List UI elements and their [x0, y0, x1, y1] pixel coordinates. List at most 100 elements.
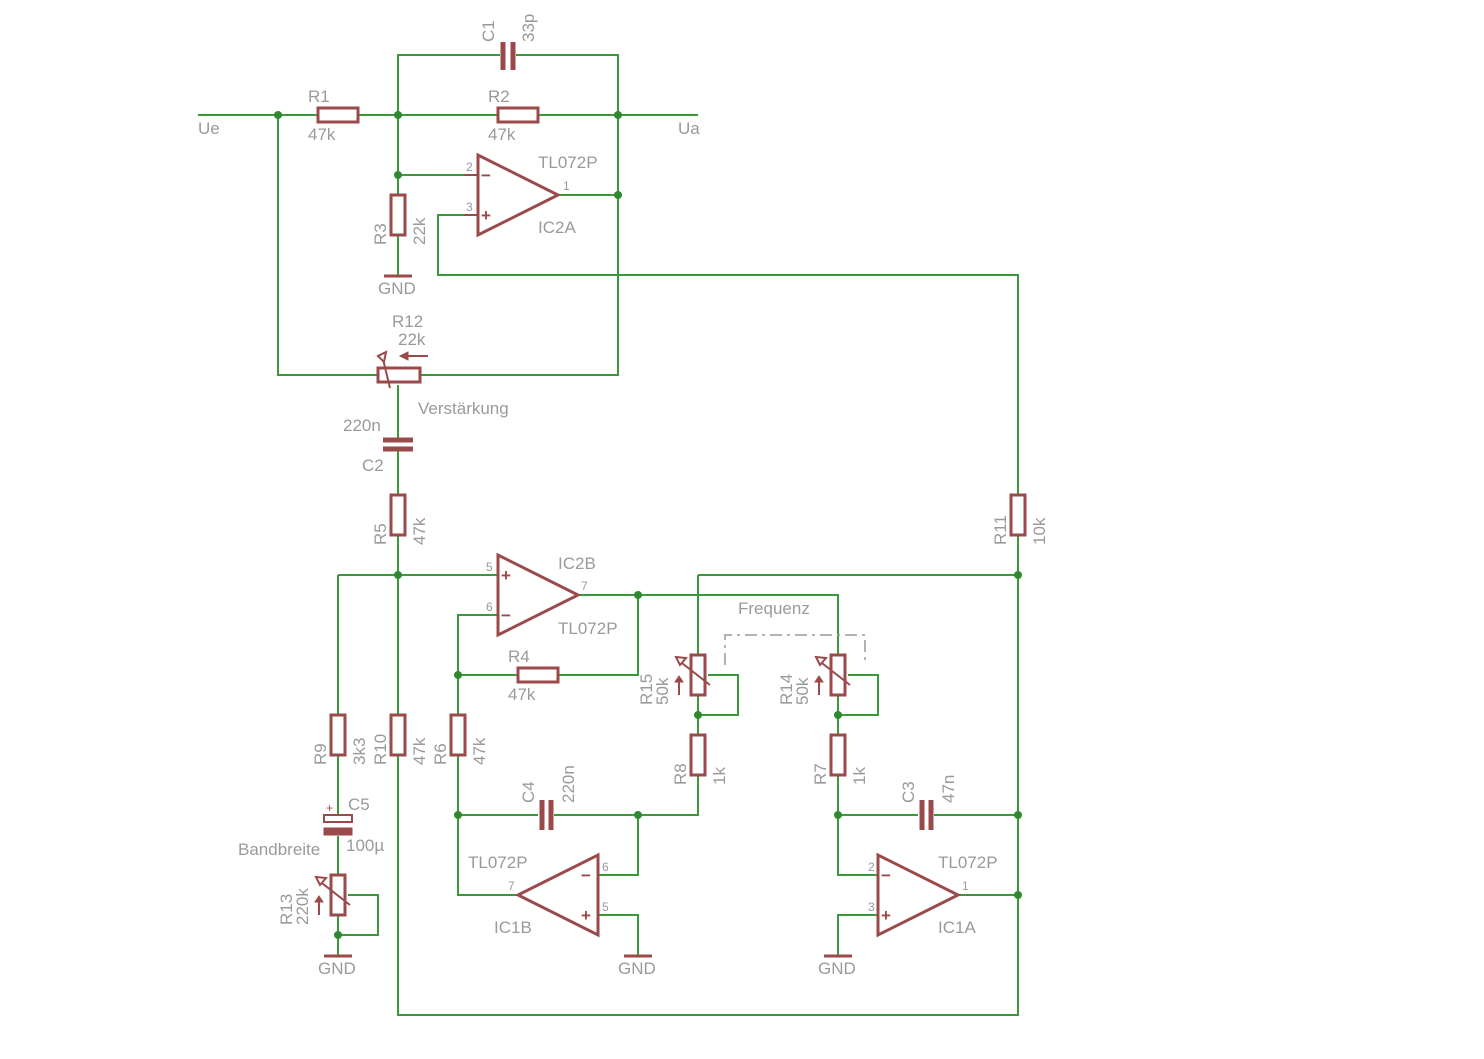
ic2a-opamp [464, 152, 562, 238]
ic2b-pin5: 5 [486, 560, 493, 574]
r6-label: R6 [431, 743, 450, 765]
r5-value: 47k [410, 517, 429, 545]
ic2b-type-label: TL072P [558, 619, 618, 638]
c3-label: C3 [899, 781, 918, 803]
r6-value: 47k [470, 737, 489, 765]
bandbreite-label: Bandbreite [238, 840, 320, 859]
r10-value: 47k [410, 737, 429, 765]
r11-resistor [1009, 493, 1027, 537]
r1-value: 47k [308, 125, 336, 144]
r14-value: 50k [793, 677, 812, 705]
ic2b-opamp [496, 552, 582, 638]
ic1a-label: IC1A [938, 918, 976, 937]
ic2a-type-label: TL072P [538, 153, 598, 172]
r2-label: R2 [488, 87, 510, 106]
r2-resistor [496, 106, 540, 124]
r6-resistor [449, 713, 467, 757]
c3-value: 47n [939, 775, 958, 803]
c5-label: C5 [348, 795, 370, 814]
r1-resistor [316, 106, 360, 124]
r11-label: R11 [991, 515, 1010, 545]
r3-resistor [389, 193, 407, 237]
junctions [274, 111, 1022, 939]
gnd-label-r13: GND [318, 959, 356, 978]
c5-plus-sign: + [326, 801, 333, 815]
ic2b-pin7: 7 [581, 579, 588, 593]
r14-label: R14 [777, 674, 796, 705]
r13-value: 220k [293, 888, 312, 925]
ic1a-type-label: TL072P [938, 853, 998, 872]
ic1b-minus-sign: − [581, 866, 591, 885]
wires [198, 54, 1019, 1016]
r8-resistor [689, 733, 707, 777]
r9-label: R9 [311, 743, 330, 765]
frequenz-label: Frequenz [738, 599, 810, 618]
r9-value: 3k3 [350, 738, 369, 765]
r14-potentiometer [814, 653, 851, 697]
r15-label: R15 [637, 674, 656, 705]
r12-value: 22k [398, 330, 426, 349]
c4-label: C4 [519, 781, 538, 803]
ic2a-pin2: 2 [466, 160, 473, 174]
r8-label: R8 [671, 763, 690, 785]
ic2b-label: IC2B [558, 554, 596, 573]
c1-capacitor [500, 42, 516, 70]
ic2a-plus-sign: + [481, 206, 491, 225]
ic1b-plus-sign: + [581, 906, 591, 925]
r10-resistor [389, 713, 407, 757]
ua-label: Ua [678, 119, 700, 138]
r13-label: R13 [277, 894, 296, 925]
r15-value: 50k [653, 677, 672, 705]
ic2a-pin3: 3 [466, 200, 473, 214]
ic1a-plus-sign: + [881, 906, 891, 925]
r15-potentiometer [674, 653, 711, 697]
components [314, 42, 1027, 958]
r13-potentiometer [314, 873, 351, 917]
ic1b-pin6: 6 [602, 860, 609, 874]
ic2b-pin6: 6 [486, 600, 493, 614]
ic1a-pin3: 3 [868, 900, 875, 914]
gnd-label-ic1a: GND [818, 959, 856, 978]
ic2a-label: IC2A [538, 218, 576, 237]
ue-label: Ue [198, 119, 220, 138]
c4-value: 220n [559, 765, 578, 803]
ic1b-type-label: TL072P [468, 853, 528, 872]
r12-potentiometer [376, 350, 428, 389]
r5-label: R5 [371, 523, 390, 545]
r5-resistor [389, 493, 407, 537]
c3-capacitor [919, 800, 934, 830]
ic1a-minus-sign: − [881, 866, 891, 885]
c2-label: C2 [362, 456, 384, 475]
gnd-label-r3: GND [378, 279, 416, 298]
r4-label: R4 [508, 647, 530, 666]
r3-label: R3 [371, 223, 390, 245]
c4-capacitor [539, 800, 554, 830]
c1-label: C1 [479, 20, 498, 42]
c2-value: 220n [343, 416, 381, 435]
ic1a-pin2: 2 [868, 860, 875, 874]
r4-value: 47k [508, 685, 536, 704]
ic1b-label: IC1B [494, 918, 532, 937]
verstaerkung-label: Verstärkung [418, 399, 509, 418]
ic2a-minus-sign: − [481, 166, 491, 185]
r2-value: 47k [488, 125, 516, 144]
frequenz-gang-line [724, 634, 866, 665]
opamp-signs: − + + − − + − + + [326, 166, 891, 925]
r12-label: R12 [392, 312, 423, 331]
c1-value: 33p [519, 14, 538, 42]
ic1b-pin7: 7 [508, 879, 515, 893]
ic1b-opamp [514, 852, 600, 938]
r4-resistor [516, 666, 560, 684]
r7-value: 1k [850, 767, 869, 785]
r11-value: 10k [1030, 517, 1049, 545]
r3-value: 22k [410, 217, 429, 245]
c5-value: 100µ [346, 836, 384, 855]
c5-electrolytic-capacitor [323, 814, 353, 836]
ic1a-pin1: 1 [962, 879, 969, 893]
r9-resistor [329, 713, 347, 757]
r8-value: 1k [710, 767, 729, 785]
ic2b-plus-sign: + [501, 566, 511, 585]
labels: Ue Ua C1 33p R1 47k R2 47k R3 22k GND TL… [198, 14, 1049, 978]
ic2b-minus-sign: − [501, 606, 511, 625]
